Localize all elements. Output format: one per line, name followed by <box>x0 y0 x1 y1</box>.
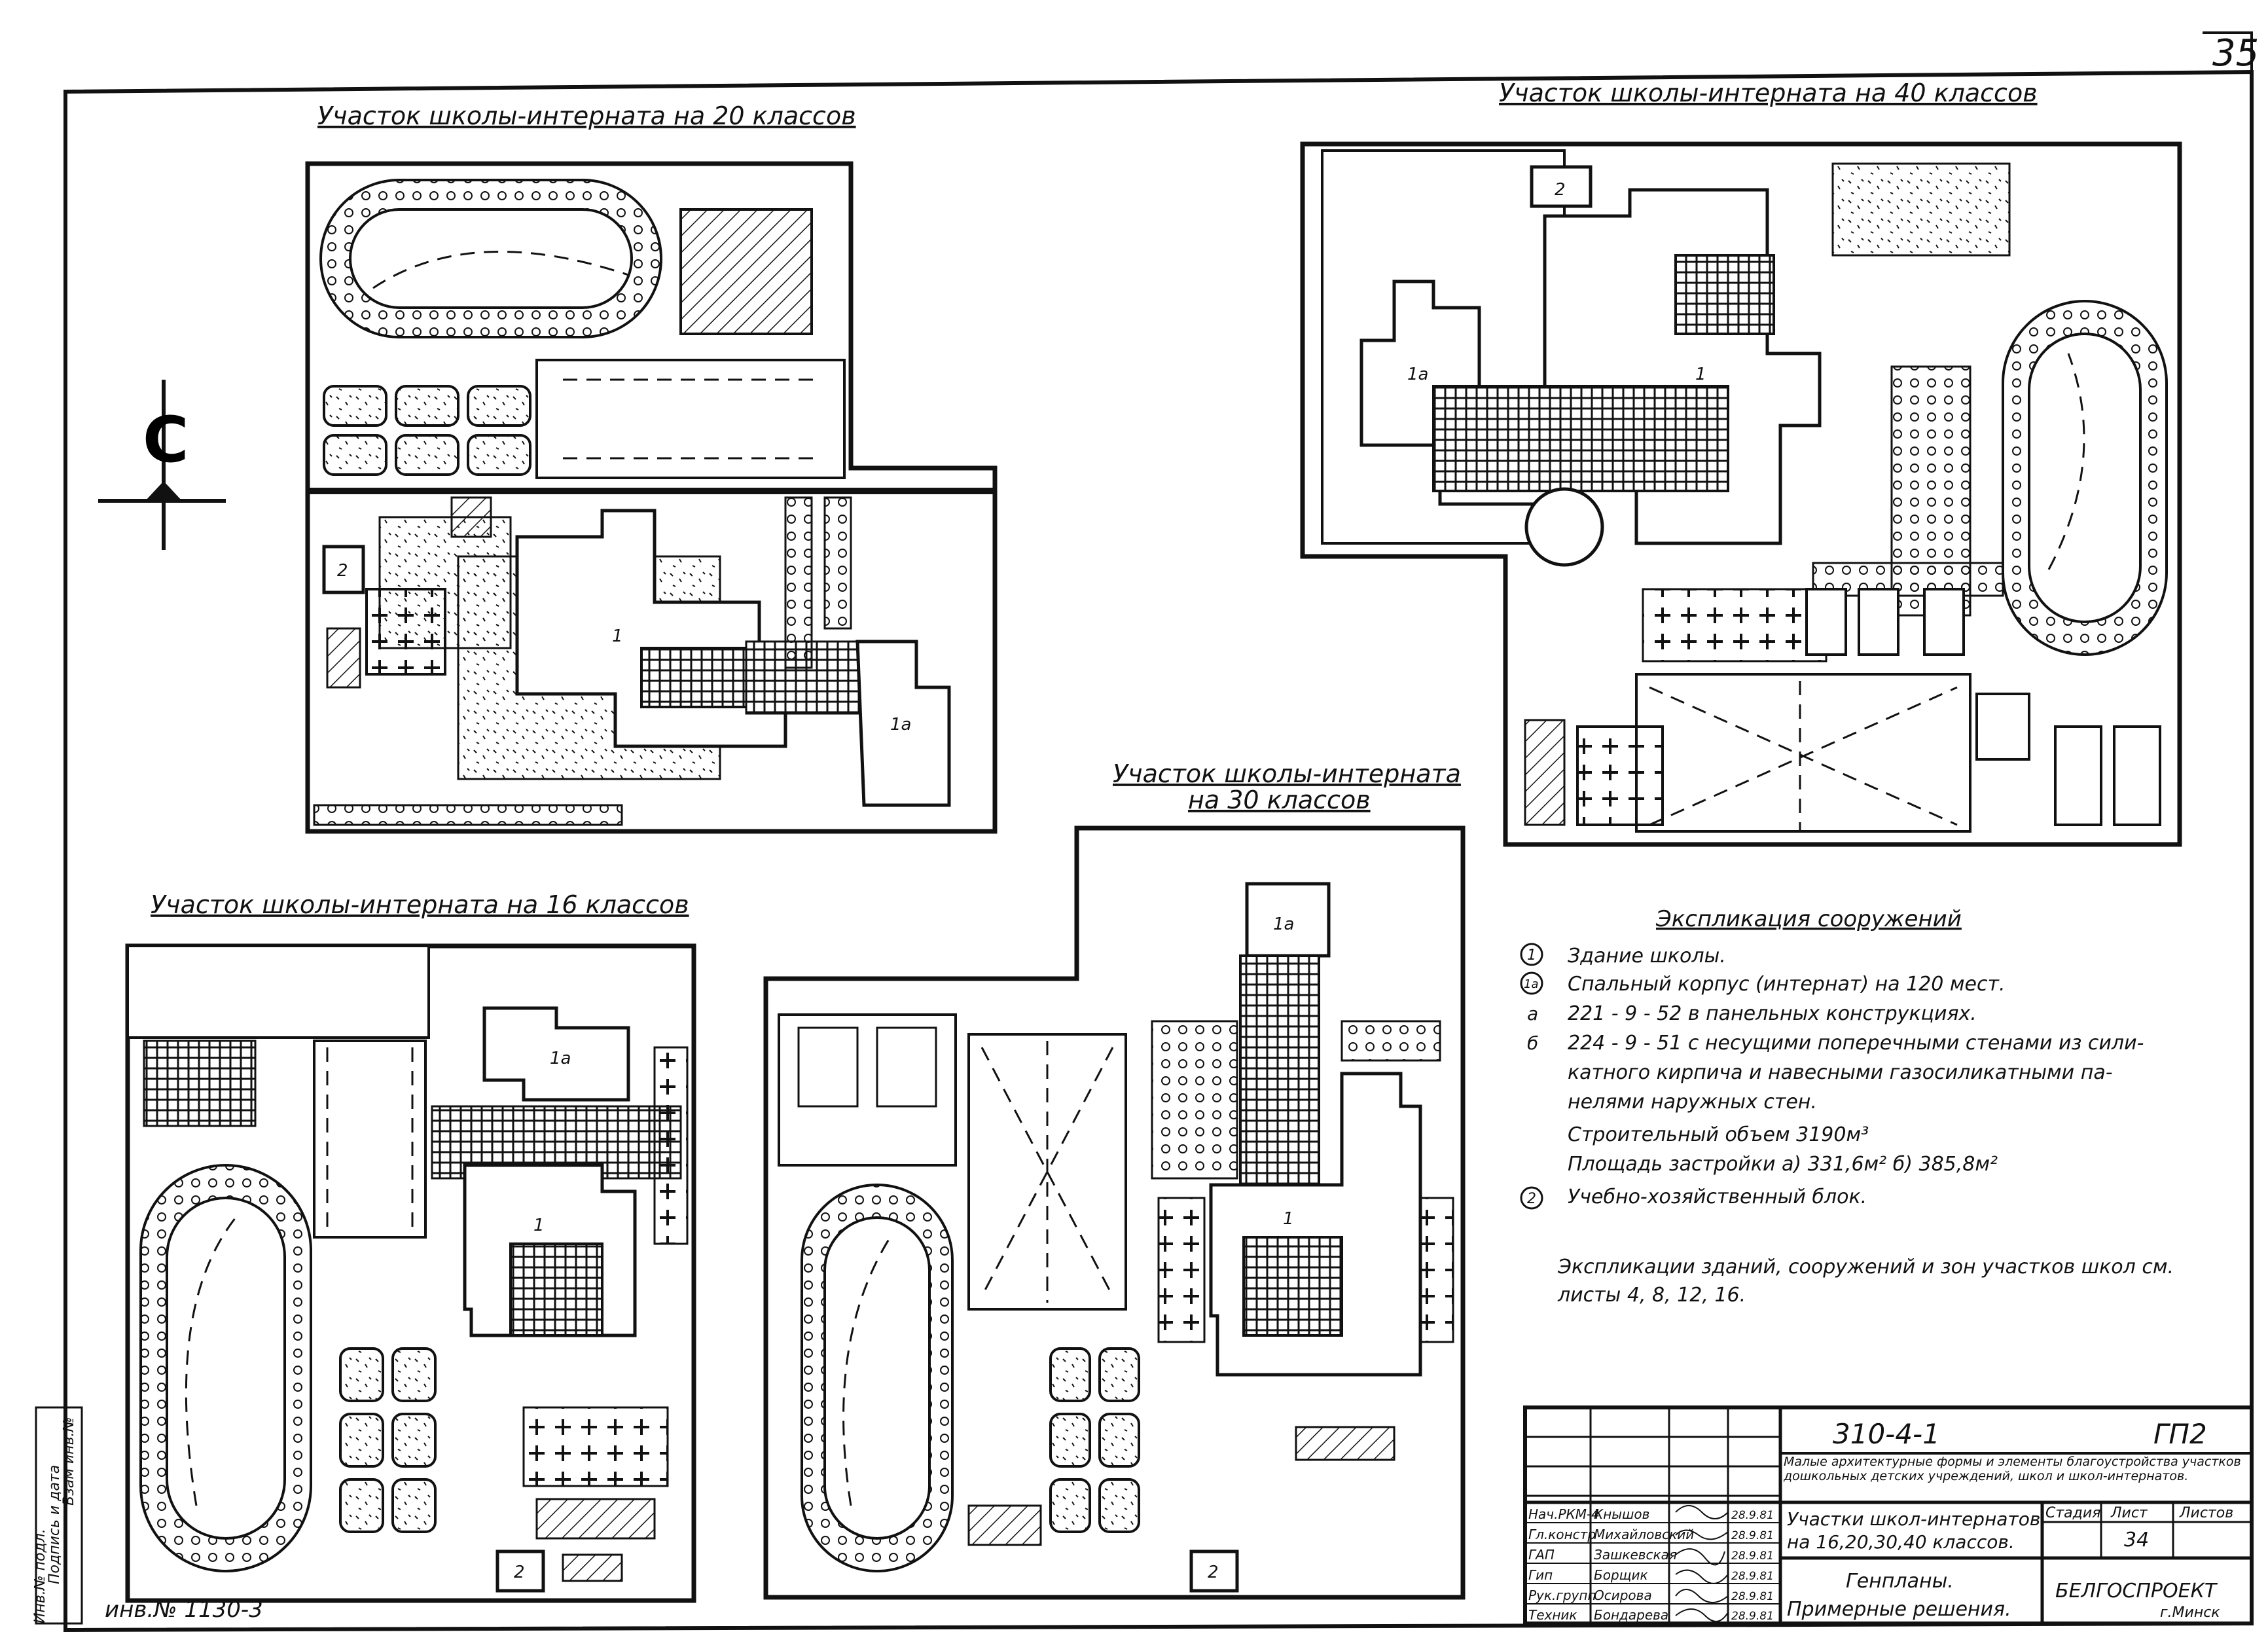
tb-staff-role-5: Рук.групп <box>1528 1587 1596 1603</box>
plan-20-title: Участок школы-интерната на 20 классов <box>317 101 856 130</box>
plan-16-label-1a: 1а <box>550 1049 571 1068</box>
tb-drawing-2: Примерные решения. <box>1787 1598 2011 1621</box>
tb-staff-role-2: Гл.констр <box>1528 1527 1596 1542</box>
tb-staff-name-2: Михайловский <box>1594 1527 1694 1542</box>
legend-item-8: Площадь застройки а) 331,6м² б) 385,8м² <box>1568 1153 1998 1176</box>
legend-item-7: Строительный объем 3190м³ <box>1568 1123 1869 1146</box>
tb-col-stage: Стадия <box>2045 1505 2100 1521</box>
plan-30-title: Участок школы-интерната <box>1113 759 1461 788</box>
tb-org: БЕЛГОСПРОЕКТ <box>2055 1580 2218 1603</box>
plan-30-label-2: 2 <box>1208 1563 1219 1582</box>
plan-40-label-1: 1 <box>1695 365 1706 384</box>
plan-20-label-1: 1 <box>612 626 623 646</box>
tb-staff-date-2: 28.9.81 <box>1731 1529 1774 1542</box>
title-block <box>1523 1405 2254 1625</box>
margin-stamp-1: Взам инв.№ <box>61 1417 77 1506</box>
tb-sheet-code: ГП2 <box>2153 1418 2207 1450</box>
tb-drawing-1: Генпланы. <box>1846 1570 1954 1593</box>
tb-col-sheets: Листов <box>2179 1505 2233 1521</box>
site-plan-30-classes: Участок школы-интерната на 30 классов 1 … <box>763 759 1466 1600</box>
tb-staff-role-6: Техник <box>1528 1607 1577 1623</box>
plan-40-label-1a: 1а <box>1407 365 1428 384</box>
tb-staff-date-5: 28.9.81 <box>1731 1590 1774 1603</box>
tb-description: Малые архитектурные формы и элементы бла… <box>1784 1455 2241 1483</box>
site-plan-20-classes: Участок школы-интерната на 20 классов 1 … <box>305 101 998 834</box>
tb-staff-name-6: Бондарева <box>1594 1607 1668 1623</box>
site-plan-16-classes: Участок школы-интерната на 16 классов 1 … <box>125 890 696 1603</box>
legend-item-4: 224 - 9 - 51 с несущими поперечными стен… <box>1568 1032 2144 1055</box>
tb-staff-role-1: Нач.РКМ-4 <box>1528 1506 1600 1522</box>
tb-staff-role-4: Гип <box>1528 1567 1553 1583</box>
plan-40-title: Участок школы-интерната на 40 классов <box>1499 79 2038 107</box>
tb-subject-2: на 16,20,30,40 классов. <box>1787 1531 2015 1553</box>
legend-note-1: Экспликации зданий, сооружений и зон уча… <box>1557 1256 2174 1278</box>
plan-20-label-1a: 1а <box>890 715 911 734</box>
site-plan-40-classes: Участок школы-интерната на 40 классов 1 … <box>1300 79 2182 847</box>
legend-item-3: 221 - 9 - 52 в панельных конструкциях. <box>1568 1002 1977 1025</box>
tb-subject-1: Участки школ-интернатов <box>1787 1508 2040 1530</box>
legend-note-2: листы 4, 8, 12, 16. <box>1557 1284 1746 1307</box>
plan-40-label-2: 2 <box>1555 180 1566 200</box>
margin-stamp-3: Инв.№ подл. <box>32 1529 48 1623</box>
tb-staff-name-4: Борщик <box>1594 1567 1648 1583</box>
north-sign: С <box>98 380 226 550</box>
tb-staff-date-3: 28.9.81 <box>1731 1549 1774 1563</box>
legend-title: Экспликация сооружений <box>1655 906 1962 932</box>
legend-mark-2: 1а <box>1524 977 1538 991</box>
tb-staff-date-6: 28.9.81 <box>1731 1610 1774 1623</box>
tb-staff-name-5: Осирова <box>1594 1587 1652 1603</box>
tb-staff-name-3: Зашкевская <box>1594 1547 1677 1563</box>
legend-item-9: Учебно-хозяйственный блок. <box>1568 1186 1867 1208</box>
tb-staff: Нач.РКМ-4 Кнышов 28.9.81 Гл.констр Михай… <box>1528 1506 1774 1623</box>
legend-marks <box>1520 943 1543 1210</box>
tb-col-sheet: Лист <box>2110 1505 2148 1521</box>
plan-16-label-1: 1 <box>533 1216 545 1235</box>
legend-mark-3: а <box>1527 1003 1538 1024</box>
legend-item-2: Спальный корпус (интернат) на 120 мест. <box>1568 973 2005 996</box>
tb-sheet-no: 34 <box>2124 1529 2149 1551</box>
plan-16-label-2: 2 <box>514 1563 525 1582</box>
signatures <box>1675 1505 1729 1622</box>
legend-item-5: катного кирпича и навесными газосиликатн… <box>1568 1061 2113 1084</box>
legend-item-6: нелями наружных стен. <box>1568 1091 1817 1114</box>
plan-30-title-2: на 30 классов <box>1188 786 1371 814</box>
legend-mark-4: б <box>1527 1032 1538 1054</box>
plan-20-label-2: 2 <box>337 561 348 581</box>
tb-staff-date-1: 28.9.81 <box>1731 1509 1774 1522</box>
plan-30-label-1a: 1а <box>1273 915 1294 934</box>
legend: Экспликация сооружений 1 1а а б 2 Здание… <box>1520 906 2174 1307</box>
margin-stamp: Взам инв.№ Подпись и дата Инв.№ подл. <box>32 1406 83 1625</box>
legend-mark-9: 2 <box>1527 1191 1536 1207</box>
legend-mark-1: 1 <box>1527 947 1536 964</box>
tb-code: 310-4-1 <box>1833 1418 1940 1450</box>
tb-city: г.Минск <box>2160 1604 2220 1621</box>
tb-staff-name-1: Кнышов <box>1594 1506 1649 1522</box>
tb-staff-role-3: ГАП <box>1528 1547 1555 1563</box>
north-letter: С <box>143 403 189 477</box>
page-number: 35 <box>2212 32 2259 75</box>
tb-staff-date-4: 28.9.81 <box>1731 1570 1774 1583</box>
plan-30-label-1: 1 <box>1283 1209 1294 1229</box>
margin-stamp-2: Подпись и дата <box>46 1465 63 1584</box>
legend-item-1: Здание школы. <box>1568 945 1726 968</box>
page-number-box <box>2203 31 2253 72</box>
plan-16-title: Участок школы-интерната на 16 классов <box>151 890 689 919</box>
